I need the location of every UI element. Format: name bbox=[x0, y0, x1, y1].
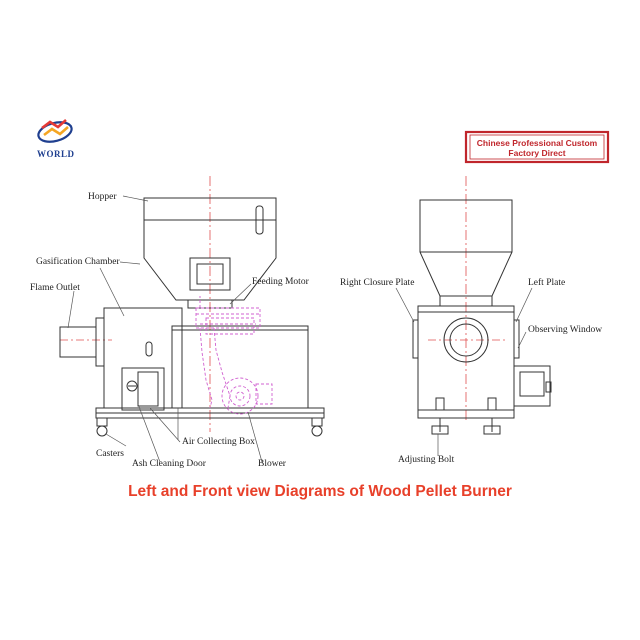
caster-right bbox=[311, 417, 323, 437]
right-closure-plate bbox=[412, 319, 419, 359]
label-blower: Blower bbox=[258, 459, 287, 469]
observing-window bbox=[443, 317, 489, 363]
stamp-line-1: Chinese Professional Custom bbox=[477, 138, 598, 148]
label-right-closure-plate: Right Closure Plate bbox=[340, 278, 414, 288]
label-observing-window: Observing Window bbox=[528, 325, 602, 335]
label-flame-outlet: Flame Outlet bbox=[30, 283, 80, 293]
factory-stamp: Chinese Professional Custom Factory Dire… bbox=[464, 130, 610, 164]
stamp-line-2: Factory Direct bbox=[508, 148, 565, 158]
caster-left bbox=[96, 417, 108, 437]
flame-outlet bbox=[59, 326, 97, 358]
ash-cleaning-door bbox=[121, 367, 165, 411]
adjusting-bolt-left bbox=[431, 397, 449, 435]
adjusting-bolt-right bbox=[483, 397, 501, 435]
logo-text: WORLD bbox=[37, 149, 75, 159]
label-left-plate: Left Plate bbox=[528, 277, 565, 288]
front-view-drawing bbox=[395, 176, 552, 456]
hopper-funnel bbox=[143, 219, 277, 301]
left-view-drawing bbox=[59, 176, 325, 463]
label-casters: Casters bbox=[96, 449, 124, 459]
label-air-collecting-box: Air Collecting Box bbox=[182, 437, 255, 447]
control-box bbox=[513, 365, 551, 407]
air-collecting-box bbox=[171, 325, 309, 409]
label-adjusting-bolt: Adjusting Bolt bbox=[398, 455, 455, 465]
label-ash-cleaning-door: Ash Cleaning Door bbox=[132, 459, 207, 469]
left-plate bbox=[513, 319, 520, 359]
blower bbox=[221, 377, 259, 415]
company-logo: WORLD bbox=[37, 119, 75, 159]
diagram-caption: Left and Front view Diagrams of Wood Pel… bbox=[128, 483, 512, 500]
label-gasification-chamber: Gasification Chamber bbox=[36, 256, 120, 267]
label-hopper: Hopper bbox=[88, 192, 117, 202]
hidden-feeding-assembly bbox=[195, 296, 273, 415]
label-feeding-motor: Feeding Motor bbox=[252, 277, 310, 287]
gasification-chamber bbox=[103, 307, 183, 409]
